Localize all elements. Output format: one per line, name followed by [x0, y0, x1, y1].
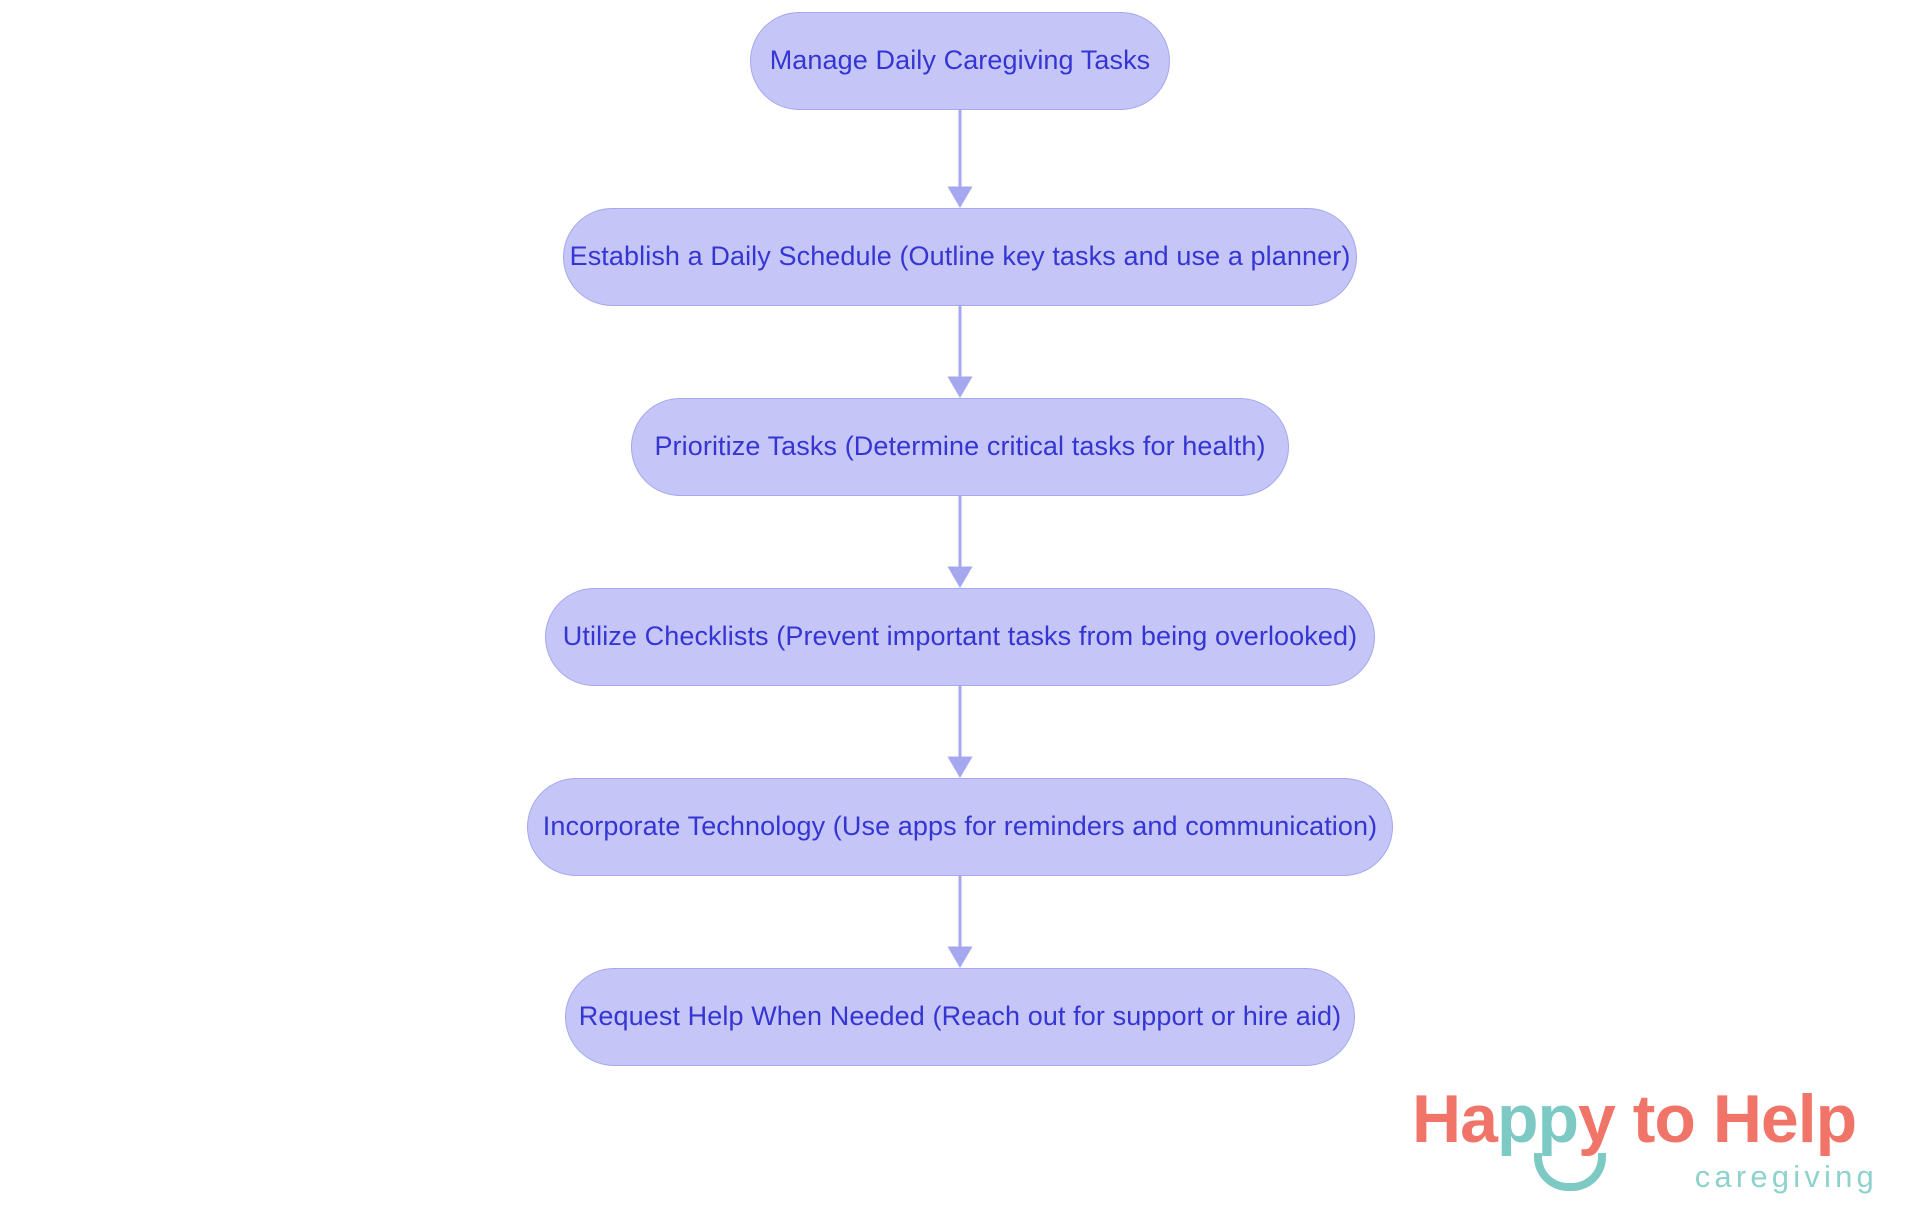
flow-node-prioritize-tasks[interactable]: Prioritize Tasks (Determine critical tas… — [631, 398, 1289, 496]
flow-node-utilize-checklists[interactable]: Utilize Checklists (Prevent important ta… — [545, 588, 1375, 686]
logo-subtitle: caregiving — [1694, 1159, 1878, 1194]
flow-node-establish-daily-schedule[interactable]: Establish a Daily Schedule (Outline key … — [563, 208, 1357, 306]
flow-node-manage-daily-caregiving-tasks[interactable]: Manage Daily Caregiving Tasks — [750, 12, 1170, 110]
logo-text-help: Help — [1712, 1081, 1857, 1157]
logo-text-ha: Ha — [1412, 1081, 1498, 1157]
flow-node-request-help-when-needed[interactable]: Request Help When Needed (Reach out for … — [565, 968, 1355, 1066]
brand-logo: Happy to Help caregiving — [1412, 1085, 1882, 1203]
logo-text-y: y — [1578, 1081, 1616, 1157]
logo-text-pp: pp — [1496, 1081, 1579, 1157]
smile-icon — [1534, 1153, 1606, 1191]
logo-wordmark: Happy to Help — [1412, 1085, 1882, 1153]
flow-node-incorporate-technology[interactable]: Incorporate Technology (Use apps for rem… — [527, 778, 1393, 876]
logo-text-to: to — [1614, 1081, 1713, 1157]
